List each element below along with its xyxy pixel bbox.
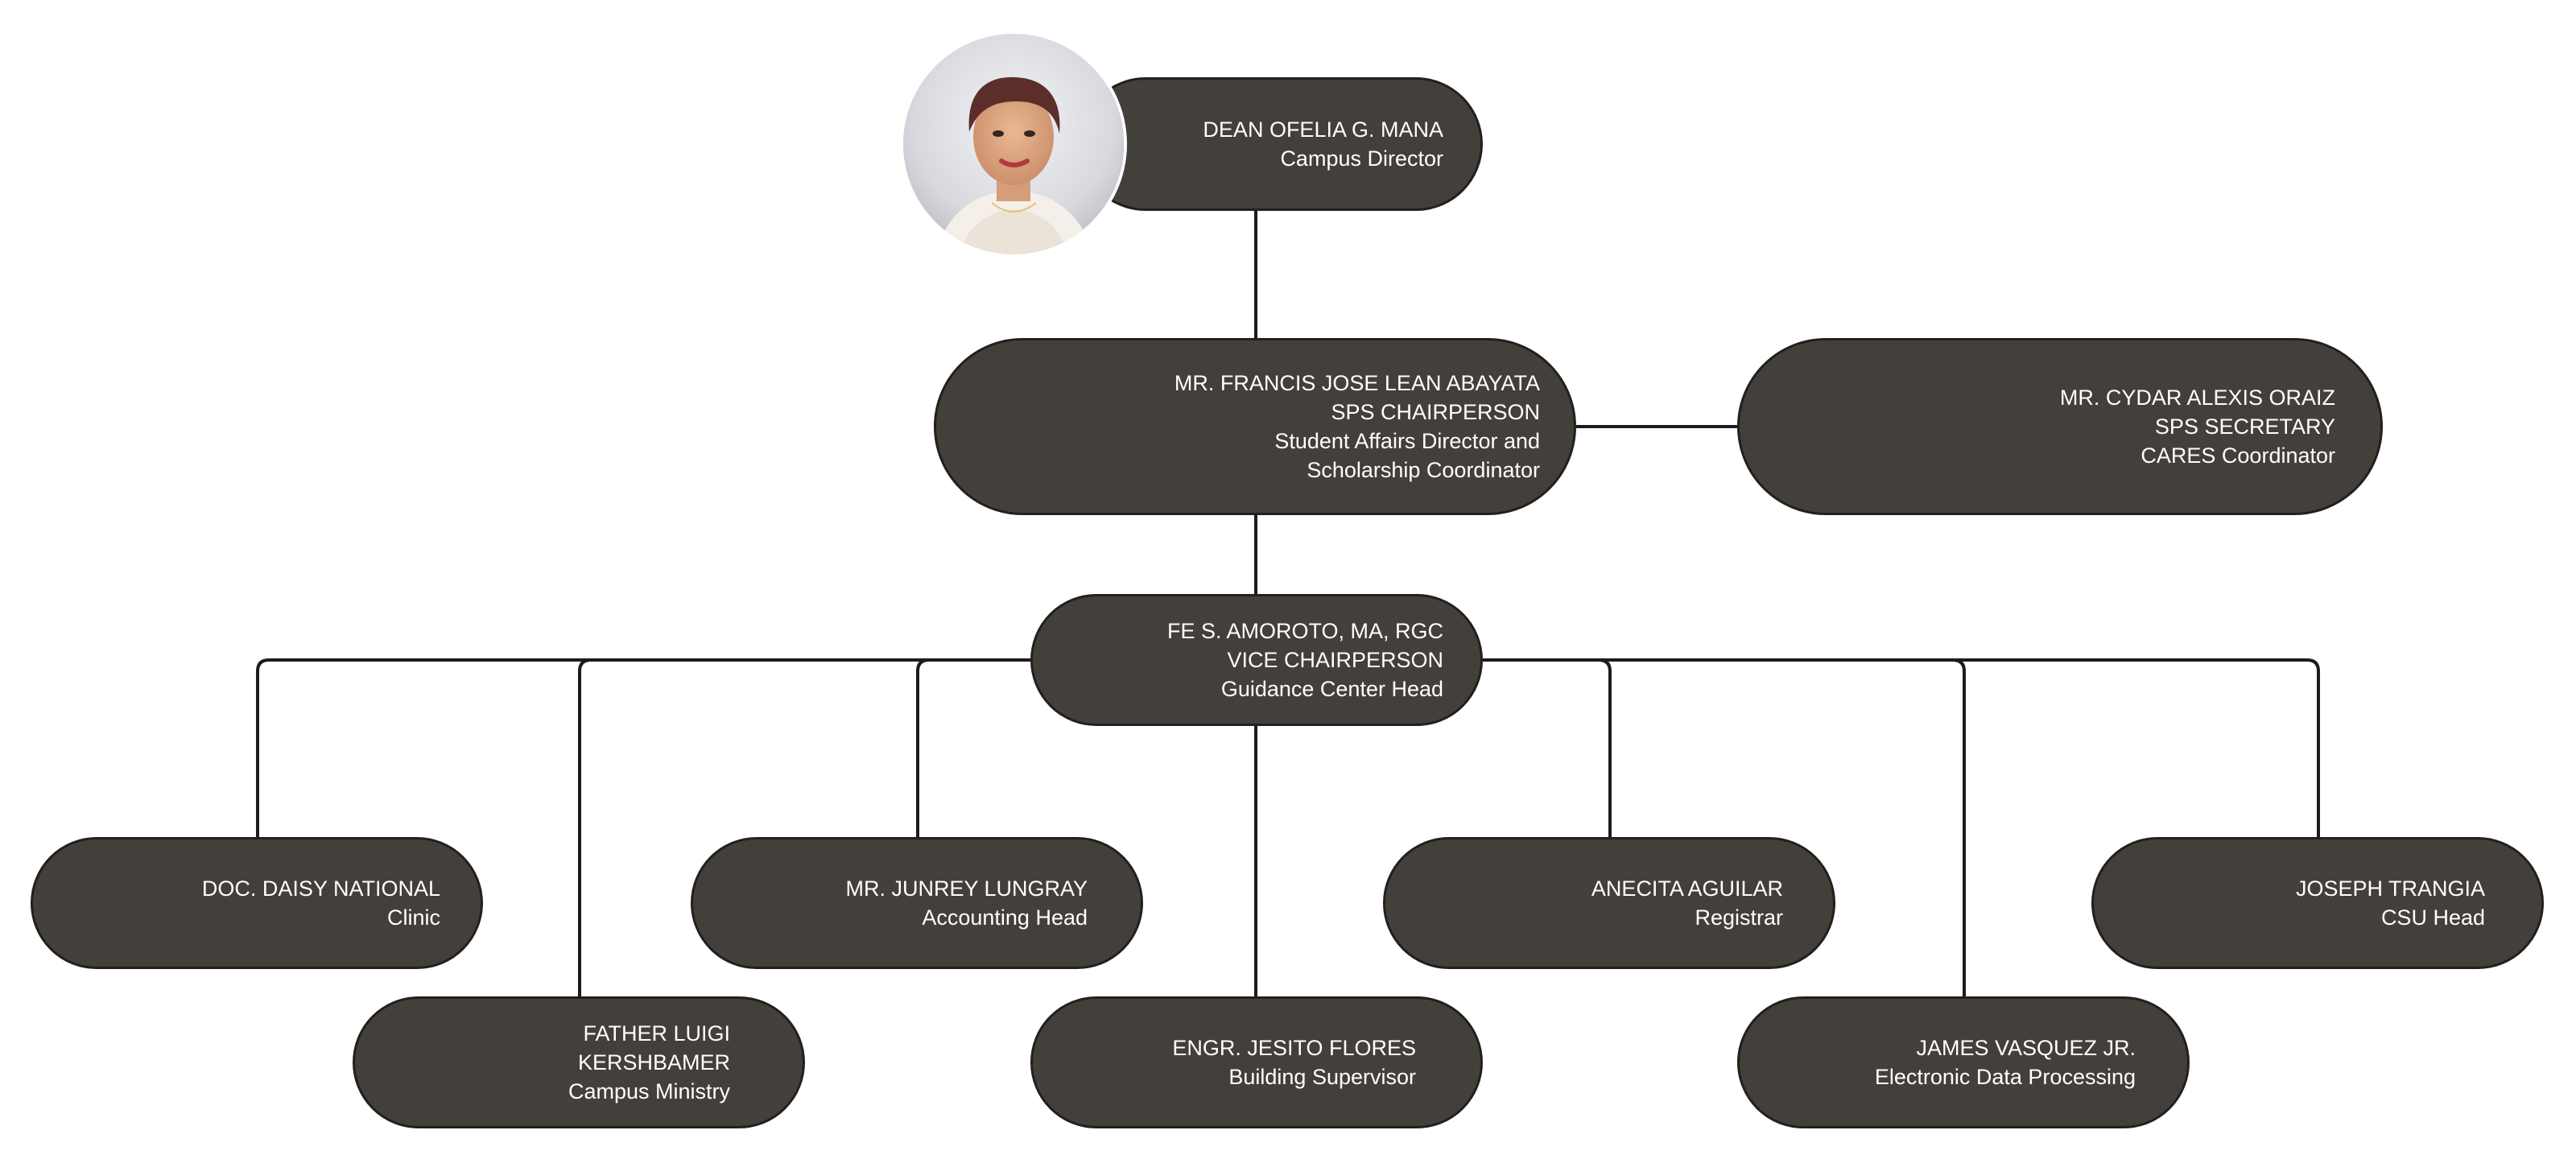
node-member-clinic: DOC. DAISY NATIONAL Clinic: [31, 837, 483, 969]
connector-vice-accounting: [916, 658, 930, 837]
member-line: JAMES VASQUEZ JR.: [1916, 1036, 2136, 1060]
secretary-name: MR. CYDAR ALEXIS ORAIZ: [2059, 386, 2335, 410]
dean-name: DEAN OFELIA G. MANA: [1203, 118, 1443, 142]
secretary-title: CARES Coordinator: [2140, 443, 2335, 468]
connector-vice-clinic: [256, 658, 1030, 837]
member-line: Electronic Data Processing: [1874, 1065, 2136, 1089]
node-campus-director: DEAN OFELIA G. MANA Campus Director: [1079, 77, 1483, 211]
connector-vice-edp: [1952, 658, 1966, 996]
vice-chair-name: FE S. AMOROTO, MA, RGC: [1166, 619, 1443, 643]
node-member-campus-ministry: FATHER LUIGI KERSHBAMER Campus Ministry: [353, 996, 805, 1128]
member-line: DOC. DAISY NATIONAL: [201, 876, 440, 901]
member-line: JOSEPH TRANGIA: [2295, 876, 2485, 901]
node-member-accounting: MR. JUNREY LUNGRAY Accounting Head: [691, 837, 1143, 969]
secretary-role: SPS SECRETARY: [2154, 415, 2335, 439]
node-sps-chairperson: MR. FRANCIS JOSE LEAN ABAYATA SPS CHAIRP…: [934, 338, 1576, 515]
vice-chair-role: VICE CHAIRPERSON: [1227, 648, 1443, 672]
chairperson-name: MR. FRANCIS JOSE LEAN ABAYATA: [1174, 371, 1540, 395]
member-line: FATHER LUIGI: [583, 1021, 730, 1046]
connector-vice-csu: [1483, 658, 2320, 837]
connector-vice-ministry: [578, 658, 592, 996]
node-member-edp: JAMES VASQUEZ JR. Electronic Data Proces…: [1737, 996, 2190, 1128]
chairperson-role: SPS CHAIRPERSON: [1331, 400, 1540, 424]
node-member-csu: JOSEPH TRANGIA CSU Head: [2091, 837, 2544, 969]
member-line: Clinic: [386, 905, 440, 930]
node-member-building-supervisor: ENGR. JESITO FLORES Building Supervisor: [1030, 996, 1483, 1128]
member-line: Campus Ministry: [568, 1079, 730, 1103]
connector-vice-registrar: [1598, 658, 1612, 837]
member-line: MR. JUNREY LUNGRAY: [845, 876, 1088, 901]
dean-portrait-photo: [900, 31, 1127, 258]
member-line: Accounting Head: [922, 905, 1088, 930]
member-line: Building Supervisor: [1228, 1065, 1416, 1089]
member-line: KERSHBAMER: [577, 1050, 730, 1074]
dean-title: Campus Director: [1280, 146, 1443, 171]
node-sps-secretary: MR. CYDAR ALEXIS ORAIZ SPS SECRETARY CAR…: [1737, 338, 2383, 515]
member-line: CSU Head: [2380, 905, 2485, 930]
chairperson-title-line2: Scholarship Coordinator: [1307, 458, 1540, 482]
member-line: ENGR. JESITO FLORES: [1172, 1036, 1416, 1060]
member-line: ANECITA AGUILAR: [1591, 876, 1783, 901]
node-vice-chairperson: FE S. AMOROTO, MA, RGC VICE CHAIRPERSON …: [1030, 594, 1483, 726]
node-member-registrar: ANECITA AGUILAR Registrar: [1383, 837, 1835, 969]
member-line: Registrar: [1695, 905, 1783, 930]
vice-chair-title: Guidance Center Head: [1220, 677, 1443, 701]
chairperson-title-line1: Student Affairs Director and: [1274, 429, 1540, 453]
